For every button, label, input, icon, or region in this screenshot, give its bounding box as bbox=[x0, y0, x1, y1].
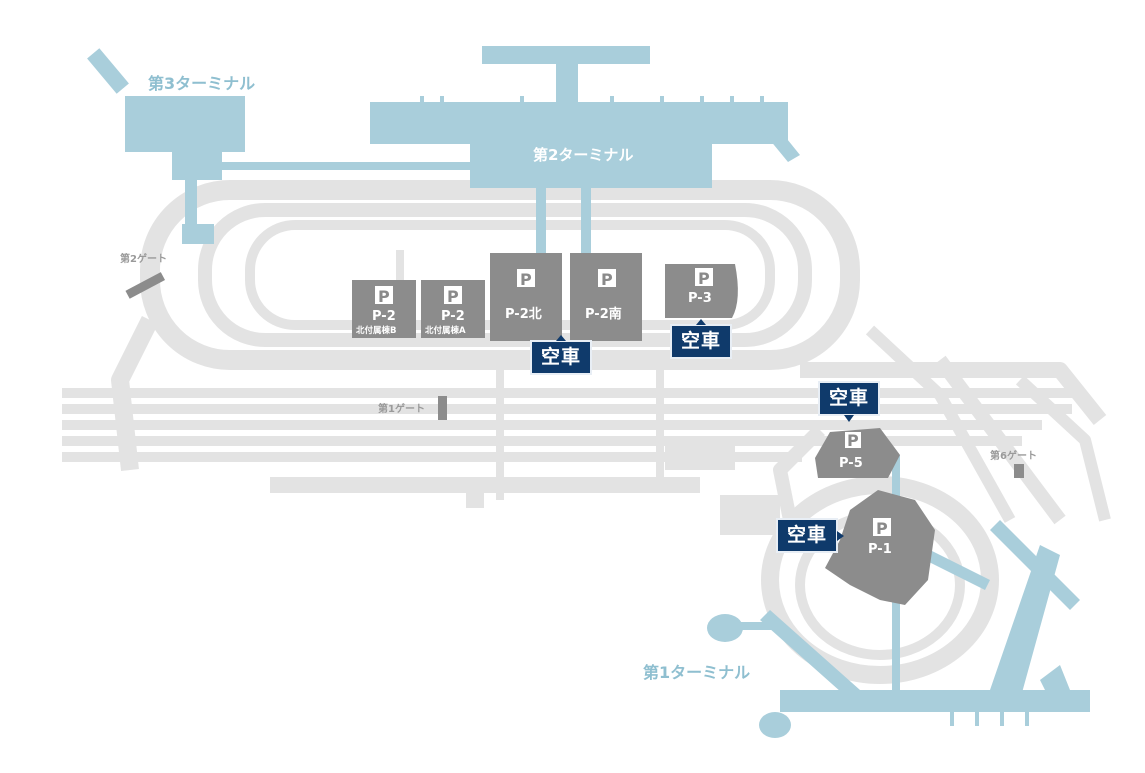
gate6-label: 第6ゲート bbox=[990, 449, 1037, 462]
parking-icon bbox=[845, 432, 861, 448]
gate1-label: 第1ゲート bbox=[378, 402, 425, 415]
parking-lot-p5[interactable]: P P-5 bbox=[815, 428, 900, 478]
terminal1-east-pier bbox=[1040, 665, 1070, 700]
gates bbox=[125, 272, 1024, 478]
parking-icon bbox=[444, 286, 462, 304]
terminal3-building bbox=[87, 48, 490, 244]
lot-name: P-2南 bbox=[585, 306, 622, 322]
terminal2-building bbox=[370, 46, 800, 256]
highway-lane-5 bbox=[62, 452, 802, 462]
parking-icon bbox=[598, 269, 616, 287]
terminal3-label: 第3ターミナル bbox=[148, 74, 255, 93]
lot-sub: 北付属棟A bbox=[425, 325, 466, 336]
service-block-b bbox=[720, 495, 780, 535]
highway-lane-2 bbox=[62, 404, 1072, 414]
lot-name: P-5 bbox=[839, 456, 863, 471]
parking-lot-p2-south[interactable]: P P-2南 bbox=[570, 253, 642, 341]
status-badge-p2: 空車 bbox=[530, 335, 593, 375]
highway-lane-4 bbox=[62, 436, 1022, 446]
terminal2-label: 第2ターミナル bbox=[533, 146, 633, 164]
far-east-road bbox=[1015, 375, 1111, 522]
terminal1-label: 第1ターミナル bbox=[643, 663, 750, 682]
gate1-marker bbox=[438, 396, 447, 420]
lot-name: P-3 bbox=[688, 291, 712, 306]
terminal1-south-concourse bbox=[780, 690, 1090, 712]
terminal2-top-stem bbox=[556, 64, 578, 114]
lot-name: P-2 bbox=[372, 309, 396, 324]
lot-name: P-2 bbox=[441, 309, 465, 324]
gate6-marker bbox=[1014, 464, 1024, 478]
terminal1-east-bridge bbox=[915, 545, 990, 590]
highway-lanes bbox=[62, 388, 1072, 535]
terminal3-main bbox=[125, 96, 245, 152]
status-badge-p5: 空車 bbox=[818, 381, 881, 422]
terminal2-bridge-south bbox=[581, 186, 591, 256]
status-badge-p3: 空車 bbox=[670, 319, 733, 359]
gate2-label: 第2ゲート bbox=[120, 252, 167, 265]
highway-lane-3 bbox=[62, 420, 1042, 430]
parking-icon bbox=[375, 286, 393, 304]
status-badge-p1: 空車 bbox=[776, 518, 845, 553]
terminal3-stem bbox=[185, 180, 197, 225]
east-road bbox=[800, 362, 1107, 425]
terminal2-east-wing bbox=[760, 118, 800, 162]
parking-icon-glyph: P bbox=[520, 270, 532, 289]
service-block-a bbox=[665, 440, 735, 470]
parking-lot-p3[interactable]: P P-3 bbox=[665, 264, 738, 318]
parking-icon bbox=[695, 268, 713, 286]
terminal2-top-pier bbox=[482, 46, 650, 64]
parking-icon-glyph: P bbox=[447, 287, 459, 306]
parking-icon bbox=[517, 269, 535, 287]
parking-icon-glyph: P bbox=[847, 431, 859, 450]
parking-icon-glyph: P bbox=[698, 269, 710, 288]
terminal2-bridge-north bbox=[536, 186, 546, 256]
lot-sub: 北付属棟B bbox=[356, 325, 396, 336]
service-block-c bbox=[466, 490, 484, 508]
highway-lane-1 bbox=[62, 388, 1072, 398]
terminal1-satellite-south bbox=[759, 712, 791, 738]
terminal2-main bbox=[470, 112, 712, 188]
terminal3-pier bbox=[87, 48, 129, 94]
gate2-marker bbox=[125, 272, 166, 299]
parking-lot-p2-north[interactable]: P P-2北 bbox=[490, 253, 562, 341]
parking-lot-p1[interactable]: P P-1 bbox=[825, 490, 935, 605]
terminal3-base bbox=[182, 224, 214, 244]
terminal3-walkway bbox=[220, 162, 490, 170]
parking-icon bbox=[873, 518, 891, 536]
parking-icon-glyph: P bbox=[876, 519, 888, 538]
terminal1-satellite-west bbox=[707, 614, 743, 642]
parking-lot-p2-north-annex-b[interactable]: P P-2 北付属棟B bbox=[352, 280, 416, 338]
terminal1-satellite-west-link bbox=[735, 622, 775, 630]
terminal3-connector bbox=[172, 152, 222, 180]
terminal1-northeast-pier bbox=[990, 520, 1080, 610]
lot-name: P-2北 bbox=[505, 307, 542, 322]
parking-icon-glyph: P bbox=[601, 270, 613, 289]
parking-lot-p2-north-annex-a[interactable]: P P-2 北付属棟A bbox=[421, 280, 485, 338]
parking-icon-glyph: P bbox=[378, 287, 390, 306]
lot-name: P-1 bbox=[868, 542, 892, 557]
